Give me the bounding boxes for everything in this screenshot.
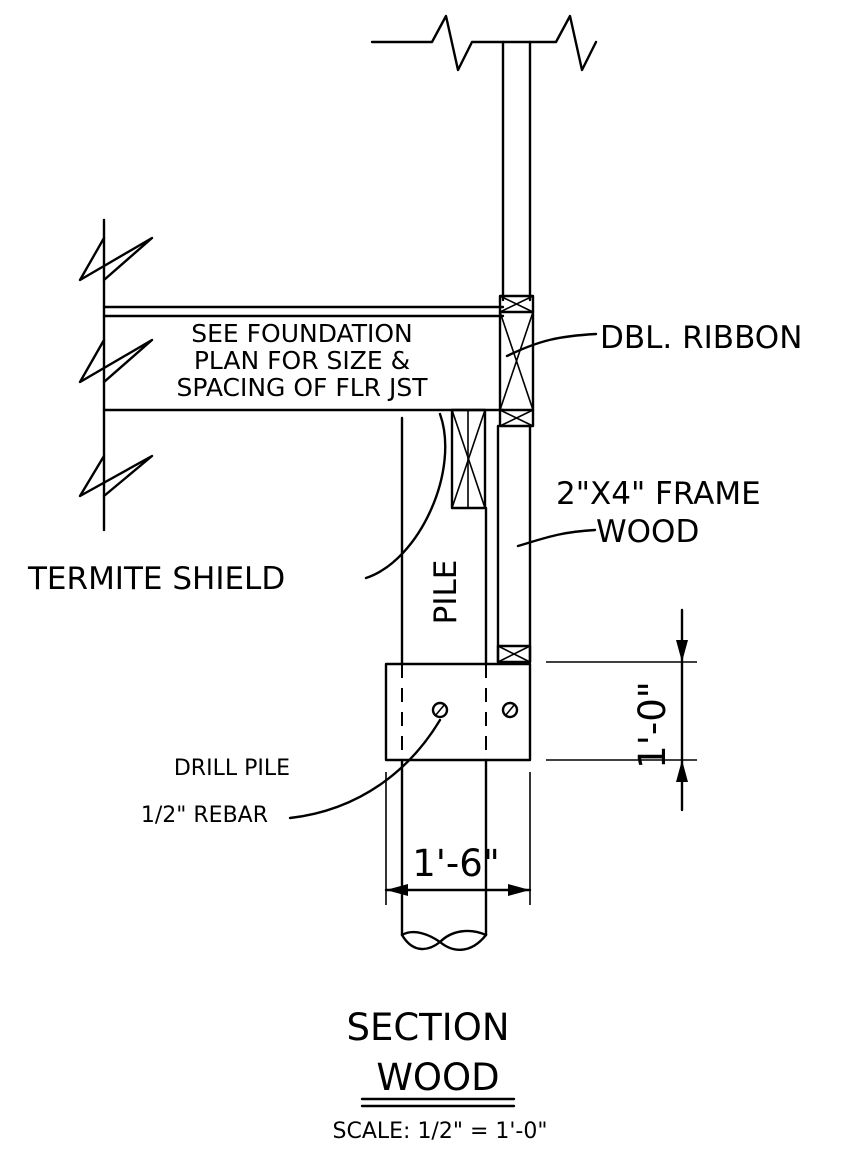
double-ribbon — [498, 294, 535, 428]
height-dimension-label: 1'-0" — [631, 681, 674, 769]
pile-label: PILE — [428, 560, 464, 625]
pile-cap — [384, 662, 532, 762]
section-title: SECTION — [346, 1006, 509, 1049]
bolt-icon — [501, 701, 519, 719]
ribbon-label: DBL. RIBBON — [600, 320, 802, 356]
blocking — [450, 408, 487, 510]
frame-label-line2: WOOD — [596, 514, 699, 550]
rebar-label: 1/2" REBAR — [141, 803, 268, 828]
frame-stud-lower — [496, 424, 532, 664]
width-dimension-label: 1'-6" — [412, 842, 500, 885]
left-break-marks — [78, 236, 154, 498]
width-dimension: 1'-6" — [384, 772, 532, 905]
foundation-note-line2: PLAN FOR SIZE & — [194, 346, 410, 375]
section-subtitle: WOOD — [376, 1056, 499, 1099]
bolt-icon — [431, 701, 449, 719]
top-break-line — [370, 14, 598, 72]
termite-shield-label: TERMITE SHIELD — [27, 561, 285, 597]
title-block: SECTION WOOD SCALE: 1/2" = 1'-0" — [333, 1006, 548, 1144]
scale-note: SCALE: 1/2" = 1'-0" — [333, 1119, 548, 1144]
height-dimension: 1'-0" — [546, 608, 697, 812]
drill-pile-label: DRILL PILE — [174, 756, 290, 781]
leader-lines — [288, 332, 598, 820]
foundation-note-line1: SEE FOUNDATION — [191, 319, 412, 348]
floor-joist — [102, 218, 505, 532]
pile — [400, 416, 488, 951]
frame-label-line1: 2"X4" FRAME — [556, 476, 761, 512]
wall-stud — [501, 40, 532, 302]
foundation-note-line3: SPACING OF FLR JST — [176, 373, 428, 402]
